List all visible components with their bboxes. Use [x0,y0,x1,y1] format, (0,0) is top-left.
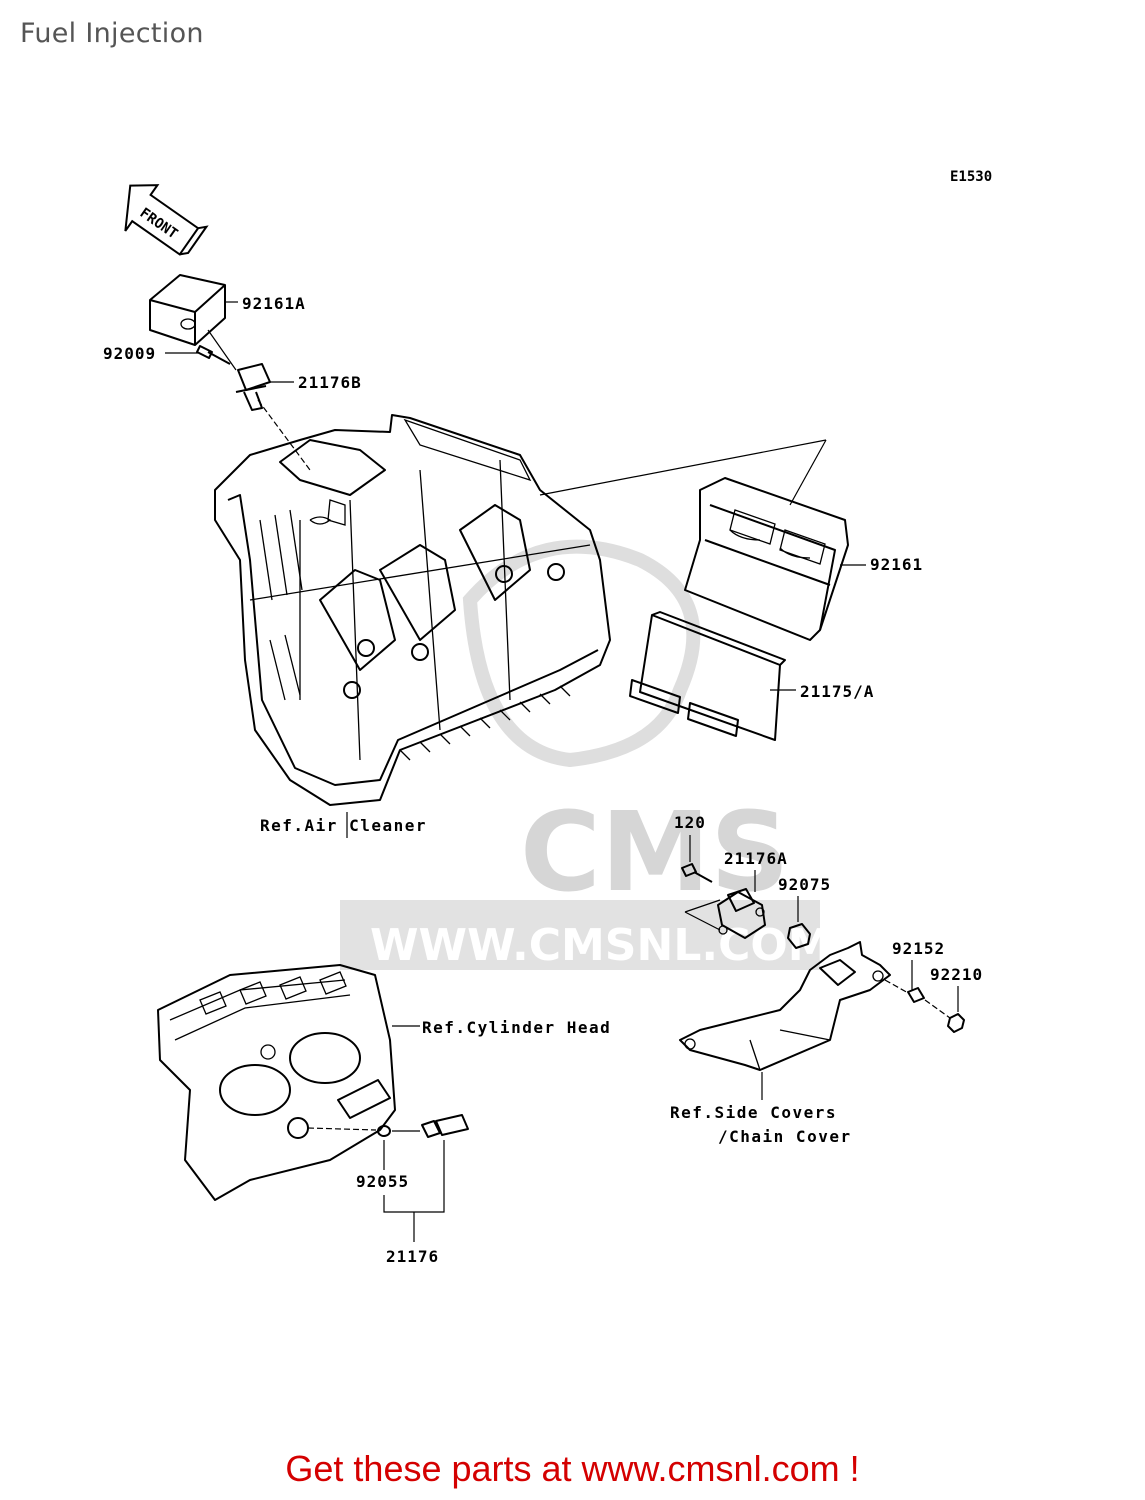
front-arrow-icon: FRONT [124,184,209,256]
part-92055-washer-icon [377,1125,391,1137]
callout-21175a: 21175/A [800,682,874,701]
cylinder-head-icon [157,964,396,1201]
cms-watermark: CMS WWW.CMSNL.COM [340,539,832,971]
callout-92009: 92009 [103,344,156,363]
callout-21176b: 21176B [298,373,362,392]
callout-92161: 92161 [870,555,923,574]
callout-21176a: 21176A [724,849,788,868]
part-21175a-ecu-icon [629,611,786,741]
callout-92152: 92152 [892,939,945,958]
ref-air-cleaner: Ref.Air Cleaner [260,816,427,835]
callout-21176: 21176 [386,1247,439,1266]
side-cover-bracket-icon [679,941,891,1071]
watermark-url: WWW.CMSNL.COM [370,920,832,971]
callout-92055: 92055 [356,1172,409,1191]
air-cleaner-housing-icon [214,414,611,806]
diagram-code: E1530 [950,169,992,185]
parts-diagram: CMS WWW.CMSNL.COM E1530 FRONT 92161A 920… [103,169,992,1266]
part-21176b-sensor-icon [207,329,311,471]
ref-side-covers-line1: Ref.Side Covers [670,1103,837,1122]
ref-side-covers-line2: /Chain Cover [718,1127,852,1146]
callout-92210: 92210 [930,965,983,984]
part-92161-cover-icon [684,477,849,641]
ref-cylinder-head: Ref.Cylinder Head [422,1018,611,1037]
part-120-bolt-icon [681,863,713,883]
part-92075-grommet-icon [787,923,811,949]
part-92161a-rubber-icon [149,274,226,346]
callout-120: 120 [674,813,706,832]
part-21176-sensor-icon [421,1114,469,1138]
callout-92075: 92075 [778,875,831,894]
footer-promo-link[interactable]: Get these parts at www.cmsnl.com ! [285,1448,860,1489]
part-92152-collar-icon [907,987,925,1003]
page-title: Fuel Injection [20,18,204,49]
callout-92161a: 92161A [242,294,306,313]
part-92210-nut-icon [947,1013,965,1033]
part-92009-screw-icon [196,345,231,365]
